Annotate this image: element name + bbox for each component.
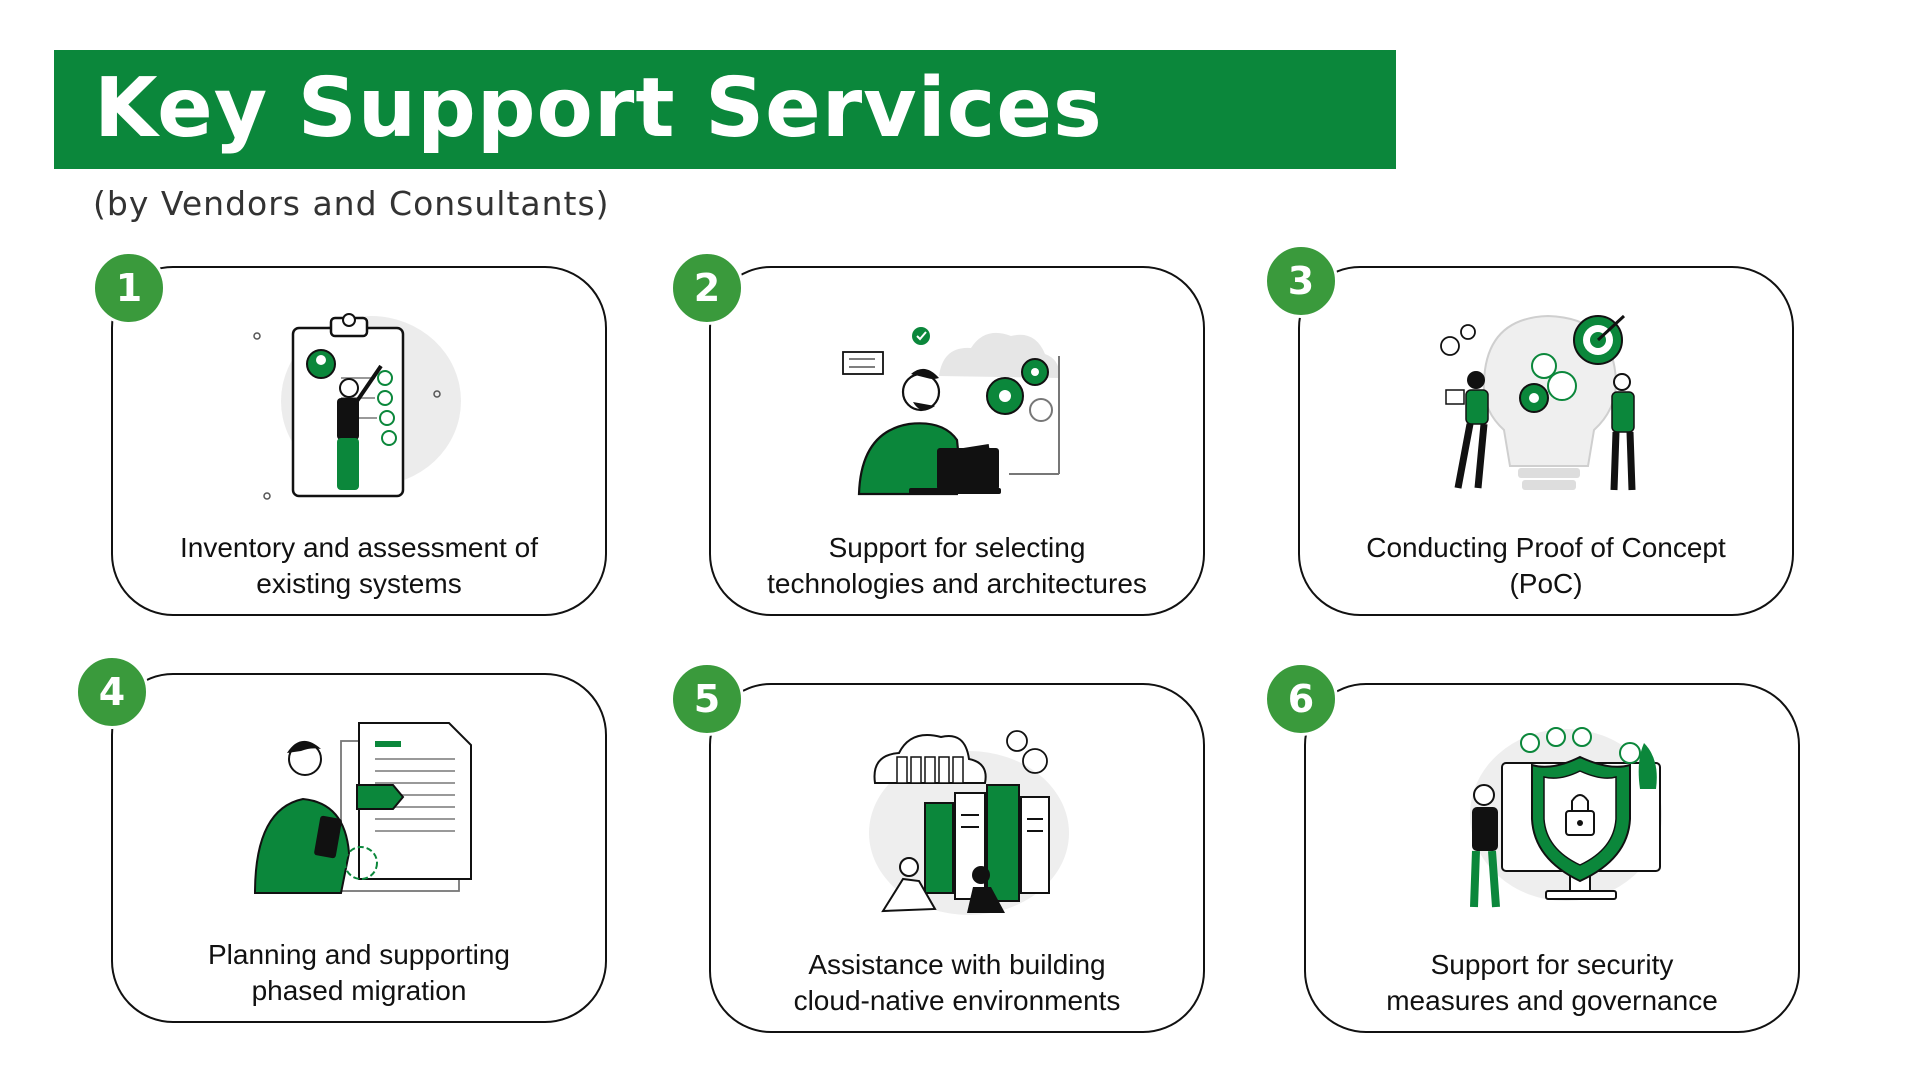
service-label-1: Inventory and assessment of existing sys… bbox=[180, 532, 538, 599]
page-title: Key Support Services bbox=[94, 61, 1103, 156]
badge-6: 6 bbox=[1264, 662, 1338, 736]
badge-3: 3 bbox=[1264, 244, 1338, 318]
document-tablet-icon bbox=[253, 722, 472, 894]
title-banner: Key Support Services bbox=[54, 50, 1396, 169]
badge-5: 5 bbox=[670, 662, 744, 736]
page-subtitle: (by Vendors and Consultants) bbox=[93, 184, 610, 223]
service-card-1: Inventory and assessment of existing sys… bbox=[111, 266, 607, 616]
service-card-4: Planning and supporting phased migration bbox=[111, 673, 607, 1023]
cloud-servers-icon bbox=[869, 730, 1069, 915]
clipboard-checklist-icon bbox=[253, 313, 461, 500]
service-label-5: Assistance with building cloud-native en… bbox=[793, 949, 1121, 1016]
service-label-4: Planning and supporting phased migration bbox=[207, 939, 510, 1006]
service-label-2: Support for selecting technologies and a… bbox=[767, 532, 1147, 599]
service-label-3: Conducting Proof of Concept (PoC) bbox=[1366, 532, 1726, 599]
badge-2: 2 bbox=[670, 251, 744, 325]
service-card-5: Assistance with building cloud-native en… bbox=[709, 683, 1205, 1033]
service-card-2: Support for selecting technologies and a… bbox=[709, 266, 1205, 616]
shield-lock-icon bbox=[1470, 727, 1662, 908]
cloud-gears-laptop-icon bbox=[842, 327, 1060, 496]
badge-1: 1 bbox=[92, 251, 166, 325]
service-card-6: Support for security measures and govern… bbox=[1304, 683, 1800, 1033]
badge-4: 4 bbox=[75, 655, 149, 729]
service-card-3: Conducting Proof of Concept (PoC) bbox=[1298, 266, 1794, 616]
lightbulb-target-icon bbox=[1440, 314, 1636, 491]
service-label-6: Support for security measures and govern… bbox=[1386, 949, 1718, 1016]
